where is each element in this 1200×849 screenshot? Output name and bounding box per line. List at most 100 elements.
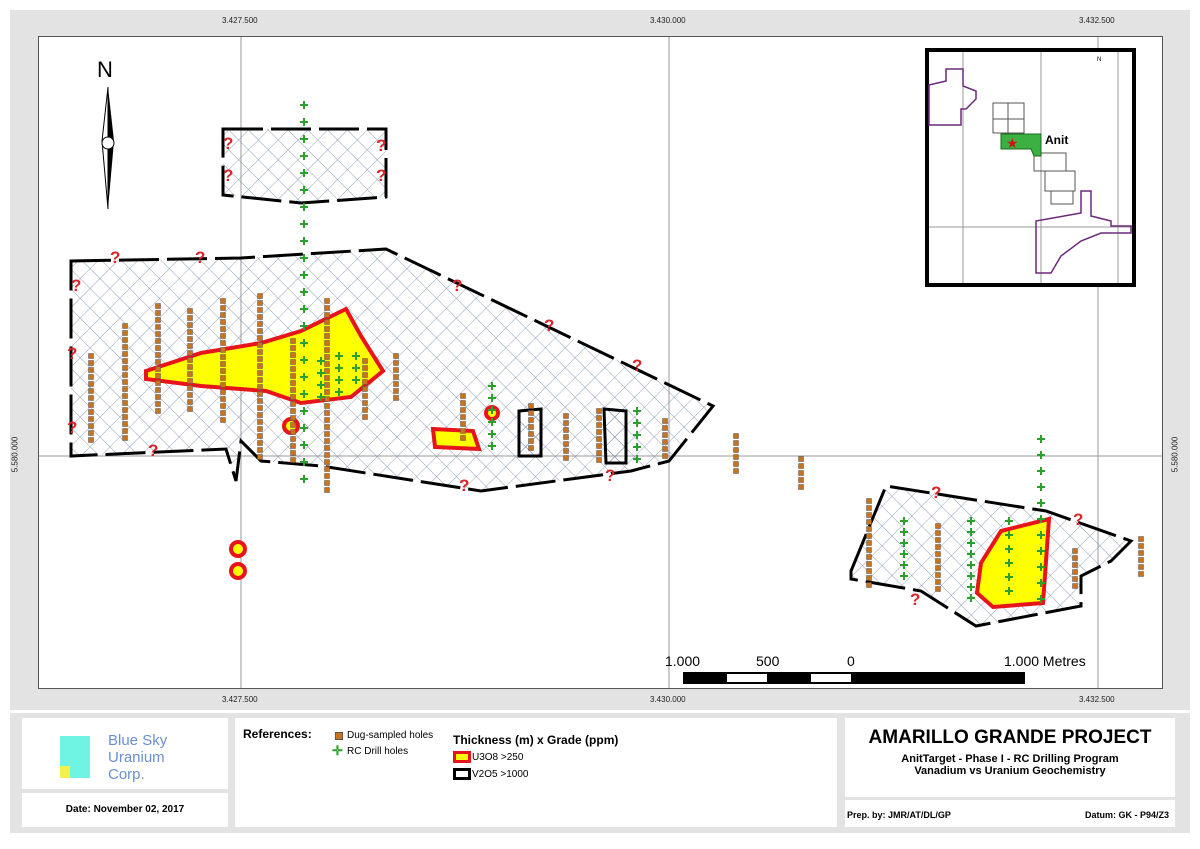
- dug-hole: [1072, 583, 1078, 589]
- rc-hole: [900, 550, 908, 558]
- dug-hole: [733, 461, 739, 467]
- dug-hole: [393, 353, 399, 359]
- rc-hole: [900, 528, 908, 536]
- dug-hole: [88, 402, 94, 408]
- rc-hole: [317, 381, 325, 389]
- dug-hole: [460, 393, 466, 399]
- dug-hole: [866, 505, 872, 511]
- vanadium-swatch: [453, 768, 471, 780]
- dug-hole: [220, 354, 226, 360]
- rc-hole: [300, 407, 308, 415]
- uncertainty-marker: ?: [452, 276, 462, 295]
- rc-hole: [1037, 595, 1045, 603]
- dug-hole: [187, 406, 193, 412]
- uncertainty-marker: ?: [910, 590, 920, 609]
- dug-hole: [122, 414, 128, 420]
- thickness-title: Thickness (m) x Grade (ppm): [453, 733, 619, 747]
- dug-hole: [290, 401, 296, 407]
- dug-hole: [257, 412, 263, 418]
- dug-hole: [257, 363, 263, 369]
- rc-hole: [317, 393, 325, 401]
- dug-hole: [155, 338, 161, 344]
- x-coord-bottom: 3.427.500: [222, 695, 258, 704]
- uranium-zones: [144, 306, 1052, 610]
- rc-hole: [900, 517, 908, 525]
- dug-hole: [155, 317, 161, 323]
- dug-hole: [324, 319, 330, 325]
- rc-hole: [335, 388, 343, 396]
- dug-hole: [257, 342, 263, 348]
- x-coord-top: 3.427.500: [222, 16, 258, 25]
- dug-hole: [1138, 536, 1144, 542]
- dug-hole: [257, 377, 263, 383]
- dug-hole: [324, 333, 330, 339]
- rc-hole: [300, 220, 308, 228]
- dug-hole: [393, 374, 399, 380]
- rc-hole: [488, 418, 496, 426]
- rc-hole: [335, 376, 343, 384]
- dug-hole: [155, 380, 161, 386]
- dug-hole: [596, 422, 602, 428]
- location-inset: ★ Anit N: [925, 48, 1136, 287]
- uncertainty-marker: ?: [67, 418, 77, 437]
- dug-hole: [155, 359, 161, 365]
- datum: Datum: GK - P94/Z3: [1084, 810, 1169, 820]
- rc-hole: [633, 407, 641, 415]
- dug-hole: [290, 422, 296, 428]
- references-title: References:: [243, 727, 312, 741]
- dug-hole: [324, 354, 330, 360]
- dug-hole: [122, 365, 128, 371]
- dug-hole: [257, 293, 263, 299]
- dug-hole: [187, 399, 193, 405]
- rc-hole: [967, 550, 975, 558]
- company-logo: Blue Sky Uranium Corp.: [22, 718, 228, 789]
- dug-hole: [88, 430, 94, 436]
- dug-hole: [324, 431, 330, 437]
- uncertainty-marker: ?: [376, 136, 386, 155]
- uncertainty-marker: ?: [67, 344, 77, 363]
- dug-hole: [733, 447, 739, 453]
- x-coord-top: 3.430.000: [650, 16, 686, 25]
- dug-hole: [88, 409, 94, 415]
- dug-hole: [88, 381, 94, 387]
- dug-hole: [733, 433, 739, 439]
- dug-hole: [596, 408, 602, 414]
- dug-hole: [1138, 557, 1144, 563]
- svg-text:1.000: 1.000: [665, 653, 700, 669]
- dug-hole: [122, 386, 128, 392]
- dug-hole: [528, 431, 534, 437]
- svg-text:500: 500: [756, 653, 780, 669]
- dug-hole: [88, 395, 94, 401]
- dug-hole: [798, 484, 804, 490]
- vanadium-zone-north: [221, 127, 388, 205]
- dug-hole: [155, 303, 161, 309]
- prep-row: Prep. by: JMR/AT/DL/GP Datum: GK - P94/Z…: [845, 800, 1175, 827]
- rc-hole: [1037, 515, 1045, 523]
- dug-hole: [596, 443, 602, 449]
- rc-hole: [1005, 517, 1013, 525]
- dug-hole: [220, 403, 226, 409]
- dug-hole: [290, 450, 296, 456]
- x-coord-bottom: 3.432.500: [1079, 695, 1115, 704]
- dug-hole: [220, 326, 226, 332]
- dug-hole: [563, 420, 569, 426]
- dug-hole: [324, 487, 330, 493]
- legend-zone: V2O5 >1000: [472, 769, 529, 780]
- rc-hole: [1037, 547, 1045, 555]
- rc-hole: [488, 394, 496, 402]
- dug-hole: [362, 358, 368, 364]
- dug-hole: [290, 366, 296, 372]
- dug-hole: [155, 373, 161, 379]
- dug-hole: [324, 298, 330, 304]
- rc-hole: [300, 305, 308, 313]
- rc-hole: [300, 186, 308, 194]
- dug-hole: [324, 326, 330, 332]
- dug-hole: [187, 315, 193, 321]
- rc-hole: [488, 406, 496, 414]
- dug-hole: [866, 568, 872, 574]
- map-canvas[interactable]: ?????????????????? N 1.000 500 0 1.000 M…: [38, 36, 1163, 689]
- dug-hole: [257, 349, 263, 355]
- rc-hole: [488, 442, 496, 450]
- dug-hole: [122, 323, 128, 329]
- dug-hole: [528, 410, 534, 416]
